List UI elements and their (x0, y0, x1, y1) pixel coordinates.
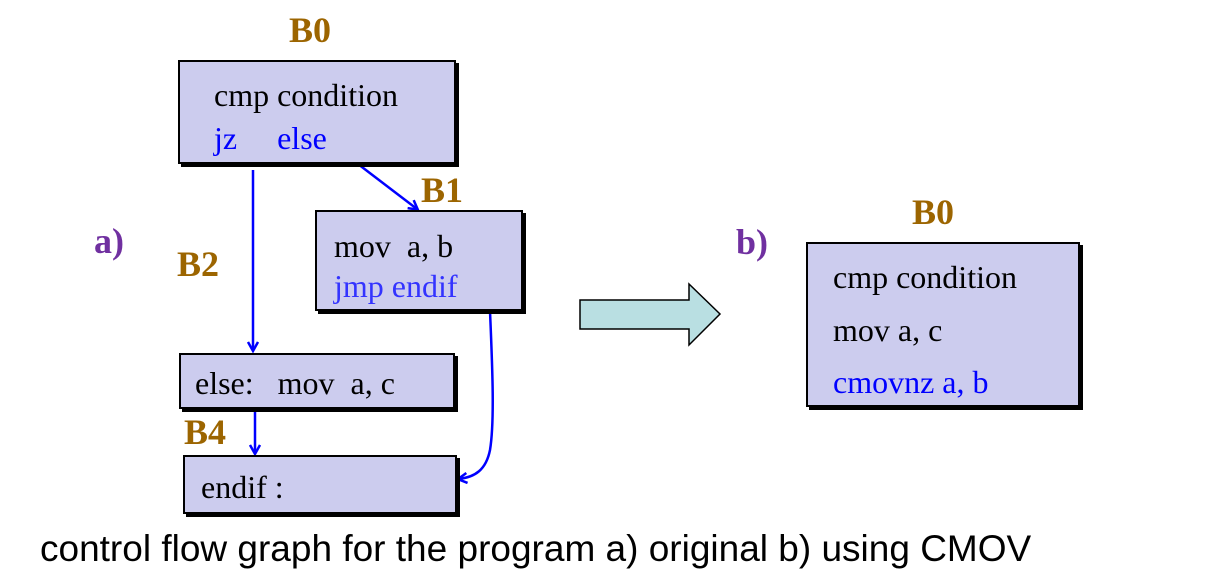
b2-line-1: else: mov a, c (195, 365, 395, 401)
b4-line-1: endif : (201, 469, 284, 505)
block-b4: endif : (183, 455, 457, 514)
block-b4-title: B4 (184, 412, 227, 452)
part-b-block-b0-title: B0 (912, 192, 955, 232)
pb-line-2: mov a, c (833, 312, 943, 348)
transform-arrow-icon (579, 282, 722, 347)
block-b0: cmp condition jz else (178, 60, 456, 164)
part-b-label: b) (736, 222, 769, 262)
block-b2: else: mov a, c (179, 353, 455, 409)
part-b-block-b0: cmp condition mov a, c cmovnz a, b (806, 242, 1080, 407)
b0-line-2: jz else (214, 120, 327, 156)
edge-b1-to-b4 (459, 310, 494, 479)
part-a-label: a) (94, 221, 124, 261)
b1-line-1: mov a, b (334, 228, 454, 264)
block-b1-title: B1 (421, 170, 464, 210)
b0-line-1: cmp condition (214, 77, 398, 113)
figure-caption: control flow graph for the program a) or… (40, 528, 1032, 569)
edge-b0-to-b1 (357, 163, 417, 209)
b1-line-2: jmp endif (334, 268, 458, 304)
block-b1: mov a, b jmp endif (315, 210, 523, 311)
pb-line-1: cmp condition (833, 259, 1017, 295)
block-b0-title: B0 (289, 10, 332, 50)
block-b2-title: B2 (177, 244, 220, 284)
pb-line-3: cmovnz a, b (833, 364, 989, 400)
